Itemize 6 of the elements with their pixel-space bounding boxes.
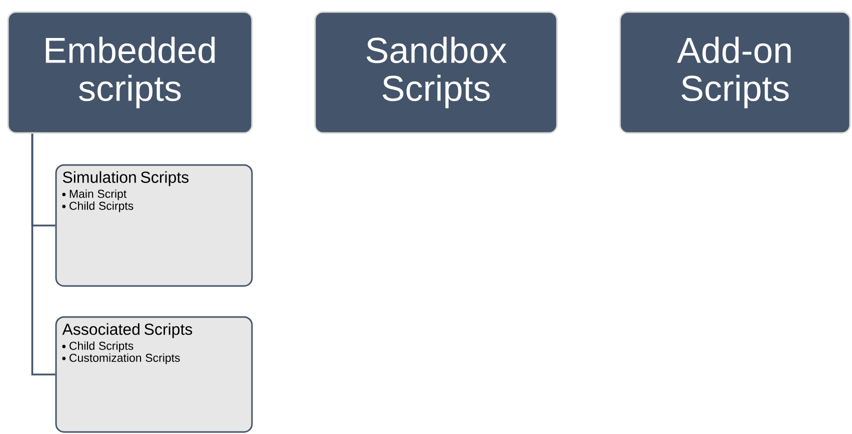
category-box: Embedded scripts — [7, 11, 253, 134]
category-box: Add-on Scripts — [619, 11, 851, 134]
category-box: Sandbox Scripts — [314, 11, 558, 134]
list-box: Simulation Scripts Main Script Child Scirpts — [55, 164, 253, 287]
connector-line — [31, 134, 56, 376]
list-box: Associated Scripts Child Scripts Customization Scripts — [55, 316, 253, 433]
